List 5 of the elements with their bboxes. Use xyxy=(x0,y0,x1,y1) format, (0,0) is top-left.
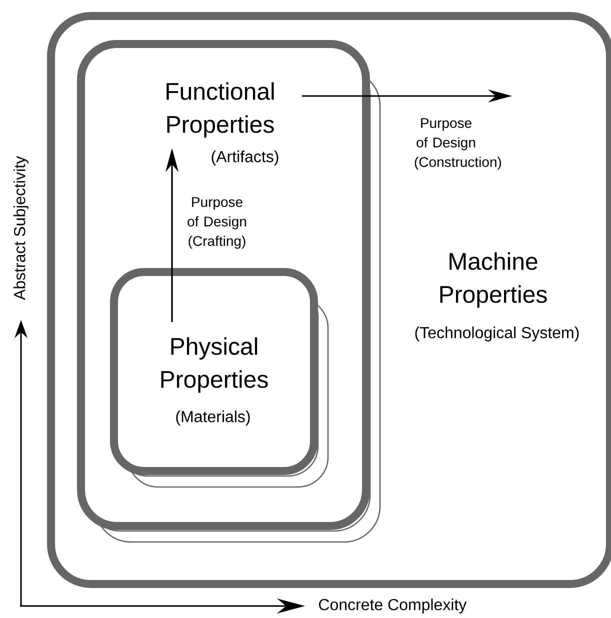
edge-label: Purpose of Design (Construction) xyxy=(414,118,502,170)
axis-label: Concrete Complexity xyxy=(319,598,467,614)
node-subtitle: (Technological System) xyxy=(415,326,579,342)
node-title: Machine Properties xyxy=(440,252,547,308)
axis-label: Abstract Subjectivity xyxy=(14,156,28,300)
